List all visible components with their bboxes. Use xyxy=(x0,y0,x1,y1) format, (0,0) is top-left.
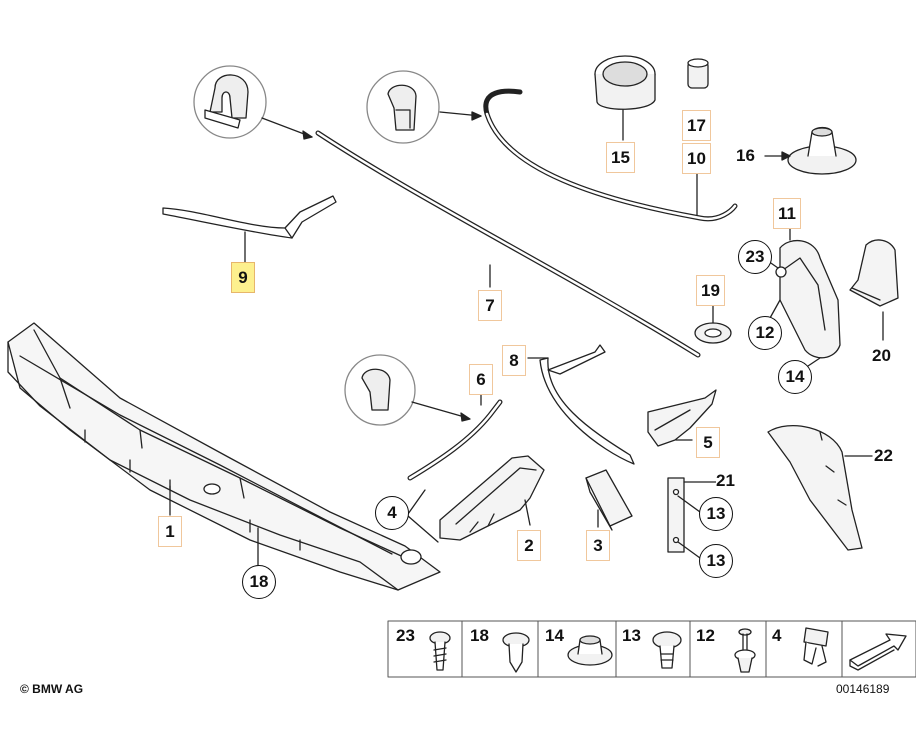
clip-part-3 xyxy=(585,469,633,531)
arrow-icon xyxy=(849,633,907,671)
callout-23: 23 xyxy=(738,240,772,274)
strip-label-23: 23 xyxy=(396,626,415,645)
callout-13b: 13 xyxy=(699,544,733,578)
strip-label-18: 18 xyxy=(470,626,489,645)
callout-19: 19 xyxy=(696,275,725,306)
fastener-strip xyxy=(387,620,916,678)
callout-9: 9 xyxy=(231,262,255,293)
strip-label-13: 13 xyxy=(622,626,641,645)
callout-11: 11 xyxy=(773,198,801,229)
panel-part-22 xyxy=(767,424,873,551)
expansion-nut-icon xyxy=(652,631,682,669)
callout-12: 12 xyxy=(748,316,782,350)
callout-8: 8 xyxy=(502,345,526,376)
nut-icon xyxy=(567,635,613,666)
callout-4: 4 xyxy=(375,496,409,530)
push-rivet-icon xyxy=(502,632,530,673)
callout-10: 10 xyxy=(682,143,711,174)
callout-15: 15 xyxy=(606,142,635,173)
callout-5: 5 xyxy=(696,427,720,458)
callout-20: 20 xyxy=(872,346,891,365)
callout-14: 14 xyxy=(778,360,812,394)
plug-part-17 xyxy=(687,58,709,89)
seal-part-9 xyxy=(162,195,337,239)
strip-label-12: 12 xyxy=(696,626,715,645)
clip-pin-icon xyxy=(734,628,756,673)
callout-22: 22 xyxy=(874,446,893,465)
callout-2: 2 xyxy=(517,530,541,561)
cover-part-11 xyxy=(775,221,841,359)
grommet-part-15 xyxy=(594,55,656,141)
detail-circle-10 xyxy=(366,70,482,144)
callout-16: 16 xyxy=(736,146,755,165)
plate-part-21 xyxy=(667,477,717,559)
detail-circle-6 xyxy=(344,354,471,426)
callout-1: 1 xyxy=(158,516,182,547)
screw-icon xyxy=(429,631,451,671)
bracket-part-20 xyxy=(849,239,899,341)
grommet-part-16 xyxy=(764,126,857,175)
detail-circle-9 xyxy=(193,65,313,140)
callout-6: 6 xyxy=(469,364,493,395)
cowl-panel-part xyxy=(7,322,441,591)
strip-part-6 xyxy=(407,399,503,481)
strip-label-4: 4 xyxy=(772,626,782,645)
bracket-part-2 xyxy=(439,455,545,541)
callout-7: 7 xyxy=(478,290,502,321)
callout-17: 17 xyxy=(682,110,711,141)
callout-3: 3 xyxy=(586,530,610,561)
bracket-part-8 xyxy=(527,344,635,465)
callout-21: 21 xyxy=(716,471,735,490)
bracket-part-5 xyxy=(647,389,717,447)
retainer-clip-icon xyxy=(803,627,829,667)
copyright-text: © BMW AG xyxy=(20,682,84,696)
diagram-number: 00146189 xyxy=(836,682,890,696)
callout-18: 18 xyxy=(242,565,276,599)
strip-label-14: 14 xyxy=(545,626,564,645)
callout-13a: 13 xyxy=(699,497,733,531)
gasket-part-19 xyxy=(694,304,732,344)
